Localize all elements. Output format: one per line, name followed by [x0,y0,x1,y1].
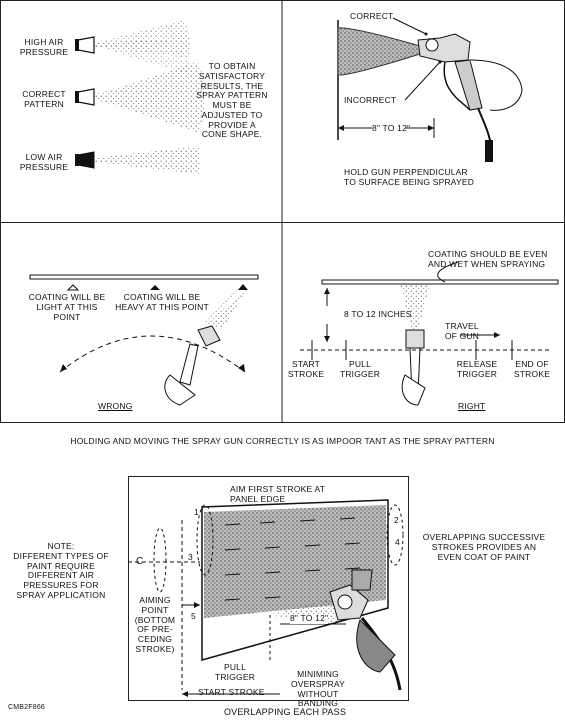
stroke-number-1: 1 [194,507,199,517]
label-correct-pattern: CORRECT PATTERN [22,89,66,109]
perpendicular-diagram [337,17,523,162]
perpendicular-caption: HOLD GUN PERPENDICULAR TO SURFACE BEING … [344,167,475,187]
figure-code: CMB2F866 [8,704,46,711]
label-even-coating: COATING SHOULD BE EVEN AND WET WHEN SPRA… [428,249,548,269]
label-pull-trigger-bottom: PULL TRIGGER [214,662,256,682]
nozzle-low-air [75,146,200,174]
stroke-number-3: 3 [188,552,193,562]
title-right: RIGHT [458,401,486,411]
label-high-air: HIGH AIR PRESSURE [19,37,69,57]
nozzle-high-air [75,20,190,75]
label-incorrect: INCORRECT [344,95,397,105]
note-overlapping: OVERLAPPING SUCCESSIVE STROKES PROVIDES … [422,532,546,562]
stroke-number-4: 4 [395,537,400,547]
label-pull-trigger: PULL TRIGGER [339,359,381,379]
title-overlapping: OVERLAPPING EACH PASS [223,707,347,717]
label-distance-right: 8 TO 12 INCHES [344,309,412,319]
label-travel: TRAVEL OF GUN [444,321,480,341]
label-light-coating: COATING WILL BE LIGHT AT THIS POINT [28,292,106,322]
label-heavy-coating: COATING WILL BE HEAVY AT THIS POINT [115,292,209,312]
label-correct: CORRECT [350,11,394,21]
label-aiming-point: AIMING POINT (BOTTOM OF PRE- CEDING STRO… [134,595,176,654]
note-air-pressures: NOTE: DIFFERENT TYPES OF PAINT REQUIRE D… [13,541,109,600]
label-aim-first: AIM FIRST STROKE AT PANEL EDGE [230,484,326,504]
label-distance-top: 8" TO 12" [372,123,411,133]
overlap-diagram [128,499,404,697]
label-minimum-overspray: MINIMING OVERSPRAY WITHOUT BANDING [290,669,346,709]
right-diagram [300,261,559,406]
pattern-note: TO OBTAIN SATISFACTORY RESULTS, THE SPRA… [196,61,268,140]
label-end-stroke: END OF STROKE [513,359,551,379]
label-low-air: LOW AIR PRESSURE [19,152,69,172]
title-wrong: WRONG [98,401,133,411]
label-c: C [136,556,144,567]
label-release-trigger: RELEASE TRIGGER [456,359,498,379]
label-start-stroke: START STROKE [287,359,325,379]
wrong-diagram [29,274,259,406]
stroke-number-5: 5 [191,611,196,621]
middle-caption: HOLDING AND MOVING THE SPRAY GUN CORRECT… [70,436,495,446]
label-distance-bottom: 8" TO 12" [290,613,329,624]
stroke-number-2: 2 [394,515,399,525]
label-start-stroke-bottom: START STROKE [198,687,265,697]
nozzle-correct [75,62,205,132]
bottom-frame [128,476,409,701]
